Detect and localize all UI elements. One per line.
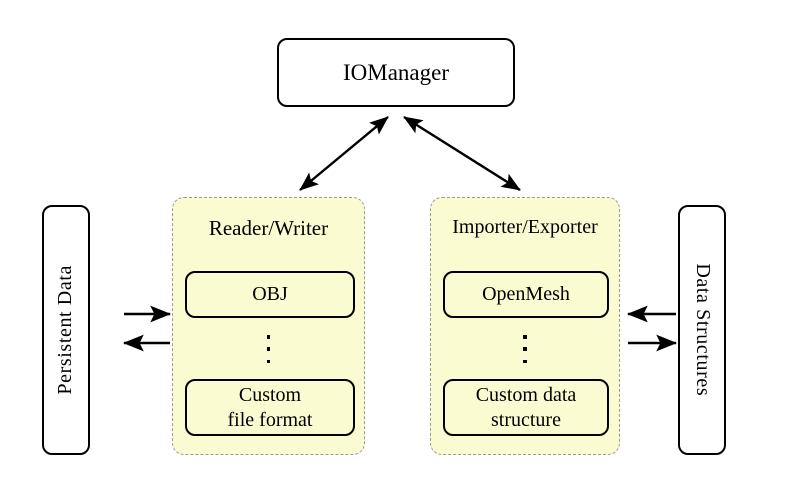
panel-importer-exporter-ellipsis: [523, 335, 527, 363]
connector-iomanager-importer-exporter: [403, 115, 521, 192]
item-label-line2: structure: [491, 408, 561, 431]
item-label: OBJ: [252, 283, 288, 305]
node-iomanager[interactable]: IOManager: [277, 38, 515, 107]
node-persistent-data-label: Persistent Data: [54, 265, 77, 395]
panel-importer-exporter-item-custom-data-structure[interactable]: Custom data structure: [443, 379, 609, 436]
panel-reader-writer-item-obj[interactable]: OBJ: [185, 271, 355, 318]
panel-importer-exporter[interactable]: Importer/Exporter OpenMesh Custom data s…: [430, 197, 620, 455]
panel-importer-exporter-title: Importer/Exporter: [452, 216, 598, 238]
node-persistent-data[interactable]: Persistent Data: [42, 205, 90, 455]
connector-iomanager-reader-writer: [299, 116, 389, 191]
panel-reader-writer[interactable]: Reader/Writer OBJ Custom file format: [172, 197, 365, 455]
item-label: OpenMesh: [482, 283, 570, 305]
panel-reader-writer-item-custom-file-format[interactable]: Custom file format: [185, 379, 355, 436]
panel-reader-writer-title: Reader/Writer: [208, 216, 329, 240]
node-data-structures-label: Data Structures: [691, 263, 714, 397]
node-data-structures[interactable]: Data Structures: [678, 205, 726, 455]
node-iomanager-label: IOManager: [342, 59, 449, 85]
item-label-line2: file format: [227, 408, 313, 431]
panel-importer-exporter-item-openmesh[interactable]: OpenMesh: [443, 271, 609, 318]
panel-reader-writer-ellipsis: [266, 335, 270, 363]
item-label-line1: Custom data: [475, 383, 577, 406]
item-label-line1: Custom: [238, 383, 302, 406]
